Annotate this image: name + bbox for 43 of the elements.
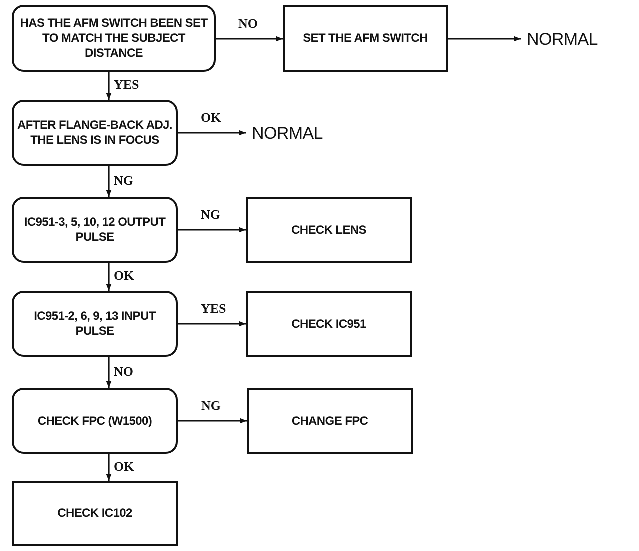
edge-label: OK xyxy=(113,460,136,474)
arrow xyxy=(178,418,247,424)
step-text: HAS THE AFM SWITCH BEEN SET TO MATCH THE SUBJECT DISTANCE xyxy=(19,16,209,61)
edge-label: OK xyxy=(113,269,136,283)
edge-label: YES xyxy=(113,78,140,92)
edge-label: NG xyxy=(113,174,134,188)
result-text: NORMAL xyxy=(250,122,345,144)
arrow xyxy=(178,321,246,327)
step-text: CHECK IC951 xyxy=(290,316,368,332)
arrow xyxy=(106,357,112,388)
edge-label: NO xyxy=(113,364,134,378)
step-text: SET THE AFM SWITCH xyxy=(302,31,429,46)
arrow xyxy=(106,166,112,197)
decision-box xyxy=(12,291,178,357)
decision-box xyxy=(12,5,216,72)
arrow xyxy=(106,263,112,291)
step-text: CHANGE FPC xyxy=(290,414,370,428)
step-text: CHECK LENS xyxy=(290,222,368,238)
process-box xyxy=(283,5,448,72)
decision-box xyxy=(12,197,178,263)
arrow xyxy=(178,227,246,233)
result-text: NORMAL xyxy=(525,28,620,50)
step-text: CHECK IC102 xyxy=(56,506,134,521)
process-box xyxy=(246,197,412,263)
process-box xyxy=(12,481,178,546)
step-text: IC951-2, 6, 9, 13 INPUT PULSE xyxy=(33,309,158,339)
process-box xyxy=(246,291,412,357)
edge-label: OK xyxy=(200,111,222,125)
edge-label: NO xyxy=(238,17,259,31)
step-text: IC951-3, 5, 10, 12 OUTPUT PULSE xyxy=(23,215,167,245)
step-text: CHECK FPC (W1500) xyxy=(36,414,154,428)
step-text: AFTER FLANGE-BACK ADJ. THE LENS IS IN FOCUS xyxy=(16,118,174,148)
decision-box xyxy=(12,100,178,166)
arrow xyxy=(178,130,246,136)
arrow xyxy=(216,36,283,42)
arrow xyxy=(106,454,112,481)
edge-label: NG xyxy=(200,208,222,222)
edge-label: YES xyxy=(200,302,228,316)
arrow xyxy=(106,72,112,100)
decision-box xyxy=(12,388,178,454)
arrow xyxy=(448,36,521,42)
process-box xyxy=(247,388,413,454)
edge-label: NG xyxy=(200,399,222,413)
